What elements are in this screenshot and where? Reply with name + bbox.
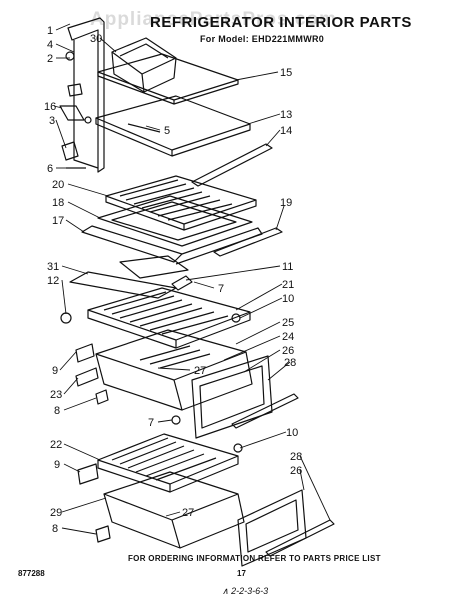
callout-7-upper: 7 bbox=[218, 283, 224, 295]
cover-frame-18 bbox=[97, 195, 253, 247]
handwritten-mark: ∧ 2-2-3-6-3 bbox=[222, 586, 269, 596]
leader-lines bbox=[53, 23, 331, 535]
callout-2: 2 bbox=[47, 53, 53, 65]
drawer-front-upper bbox=[191, 355, 273, 439]
callout-9-lower: 9 bbox=[54, 459, 60, 471]
callout-3: 3 bbox=[49, 115, 55, 127]
slide-rail-31 bbox=[69, 255, 189, 299]
shelf-trim-14 bbox=[191, 143, 273, 187]
callout-8-lower: 8 bbox=[52, 523, 58, 535]
ordering-note: FOR ORDERING INFORMATION REFER TO PARTS … bbox=[128, 554, 381, 563]
callout-31: 31 bbox=[47, 261, 59, 273]
handle-strip-lower bbox=[265, 519, 335, 557]
model-label: For Model: EHD221MMWR0 bbox=[200, 34, 325, 44]
callout-19: 19 bbox=[280, 197, 292, 209]
callout-23: 23 bbox=[50, 389, 62, 401]
callout-30: 30 bbox=[90, 33, 102, 45]
callout-1: 1 bbox=[47, 25, 53, 37]
callout-21: 21 bbox=[282, 279, 294, 291]
callout-numbers: 1 4 30 2 15 16 3 5 13 14 6 20 18 19 17 3… bbox=[44, 25, 302, 535]
callout-24: 24 bbox=[282, 331, 294, 343]
callout-27-upper: 27 bbox=[194, 365, 206, 377]
left-small-parts bbox=[60, 275, 241, 425]
callout-15: 15 bbox=[280, 67, 292, 79]
callout-12: 12 bbox=[47, 275, 59, 287]
handle-strip-upper bbox=[231, 393, 299, 429]
callout-10-lower: 10 bbox=[286, 427, 298, 439]
callout-10-upper: 10 bbox=[282, 293, 294, 305]
bracket-clips bbox=[59, 51, 86, 169]
callout-25: 25 bbox=[282, 317, 294, 329]
callout-18: 18 bbox=[52, 197, 64, 209]
crisper-cover-22 bbox=[97, 433, 239, 493]
callout-8-upper: 8 bbox=[54, 405, 60, 417]
callout-26-upper: 26 bbox=[282, 345, 294, 357]
callout-9-upper: 9 bbox=[52, 365, 58, 377]
callout-13: 13 bbox=[280, 109, 292, 121]
callout-7-lower: 7 bbox=[148, 417, 154, 429]
callout-6: 6 bbox=[47, 163, 53, 175]
lower-small-parts bbox=[77, 443, 243, 543]
callout-29: 29 bbox=[50, 507, 62, 519]
callout-27-lower: 27 bbox=[182, 507, 194, 519]
callout-17: 17 bbox=[52, 215, 64, 227]
callout-4: 4 bbox=[47, 39, 53, 51]
shelf-frame-13 bbox=[95, 95, 251, 157]
callout-22: 22 bbox=[50, 439, 62, 451]
crisper-cover-21 bbox=[87, 287, 251, 349]
crisper-drawer-upper bbox=[95, 329, 253, 411]
callout-11: 11 bbox=[282, 261, 293, 273]
diagram-title: REFRIGERATOR INTERIOR PARTS bbox=[150, 14, 412, 31]
callout-26-lower: 26 bbox=[290, 465, 302, 477]
side-rail-19 bbox=[213, 227, 283, 257]
crisper-drawer-lower bbox=[103, 471, 245, 549]
shelf-support-rail bbox=[67, 17, 105, 173]
callout-14: 14 bbox=[280, 125, 292, 137]
callout-16: 16 bbox=[44, 101, 56, 113]
document-number: 877288 bbox=[18, 569, 45, 578]
callout-5: 5 bbox=[164, 125, 170, 137]
front-trim-17 bbox=[81, 225, 263, 265]
watermark: AppliancePartsPros.com bbox=[90, 9, 337, 30]
crisper-cover-20 bbox=[105, 175, 257, 231]
callout-20: 20 bbox=[52, 179, 64, 191]
callout-28-lower: 28 bbox=[290, 451, 302, 463]
page-number: 17 bbox=[237, 569, 246, 578]
callout-28-upper: 28 bbox=[284, 357, 296, 369]
